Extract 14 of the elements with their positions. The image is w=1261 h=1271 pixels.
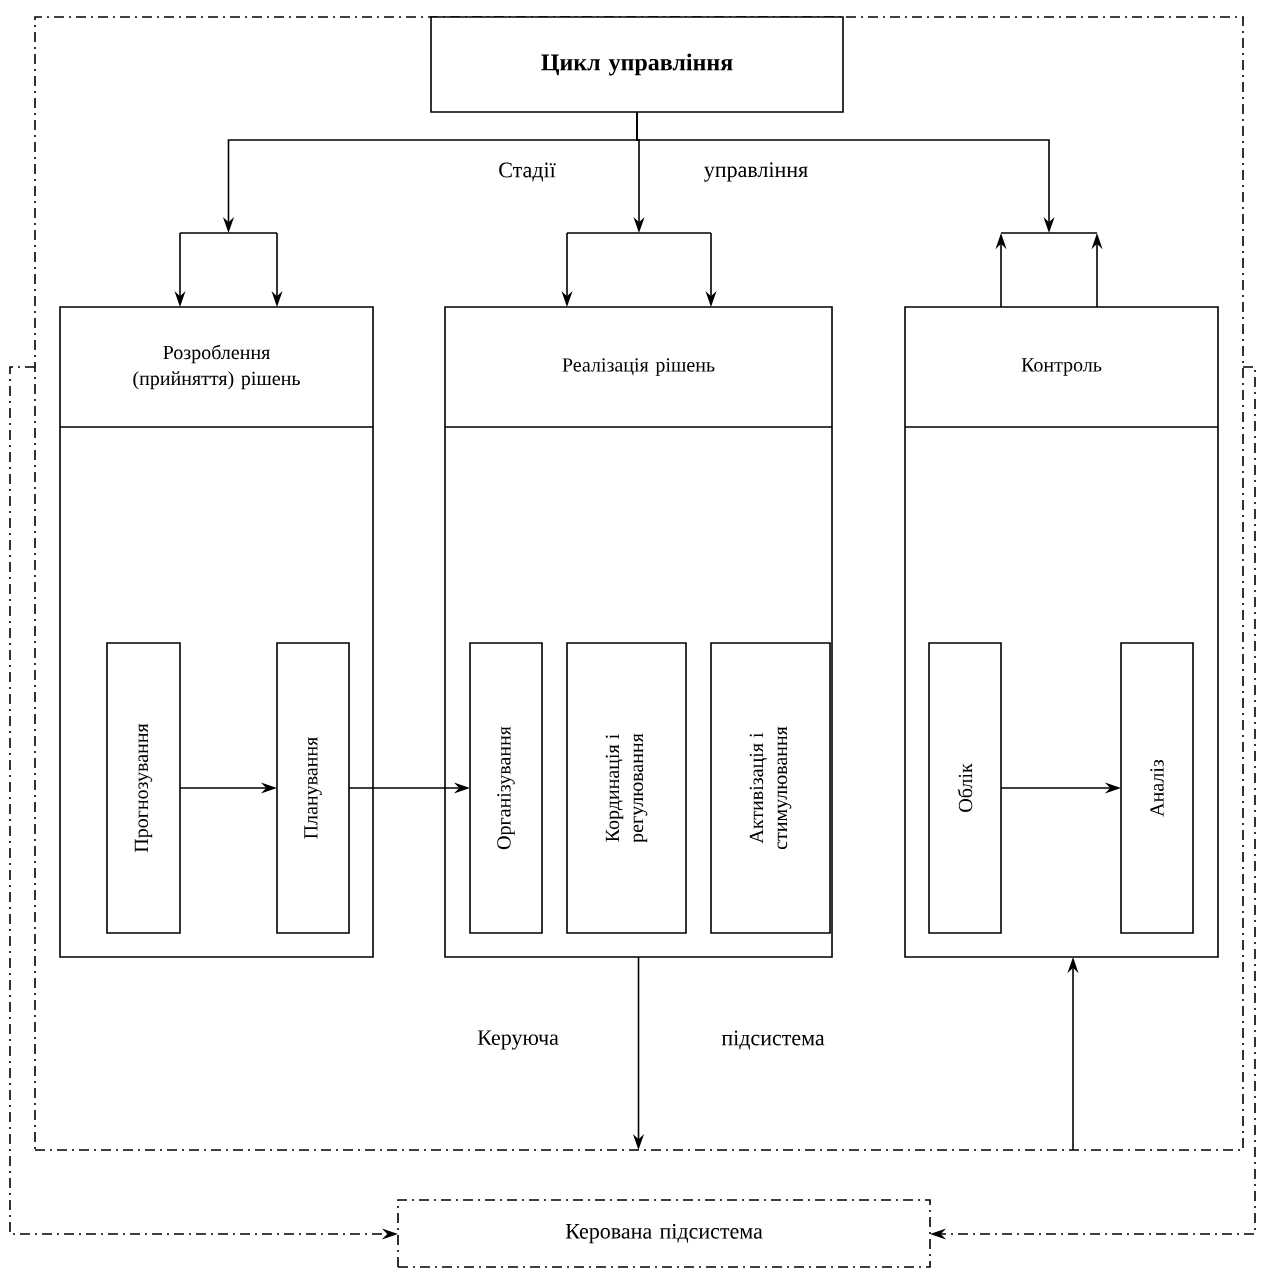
annotation-text: Стадії [499,162,556,182]
annotation-text: управління [704,162,808,182]
function-box: Активізація і стимулювання [710,642,831,934]
subsystem-box: Керована підсистема [397,1199,931,1268]
title-box: Цикл управління [430,16,844,113]
function-box: Облік [928,642,1002,934]
function-box: Аналіз [1120,642,1194,934]
function-box: Кординація і регулювання [566,642,687,934]
function-box: Прогнозування [106,642,181,934]
function-box: Планування [276,642,350,934]
frame-box [34,16,1244,1151]
annotation-text: підсистема [721,1030,825,1050]
annotation-text: Керуюча [477,1030,559,1050]
function-box: Організування [469,642,543,934]
